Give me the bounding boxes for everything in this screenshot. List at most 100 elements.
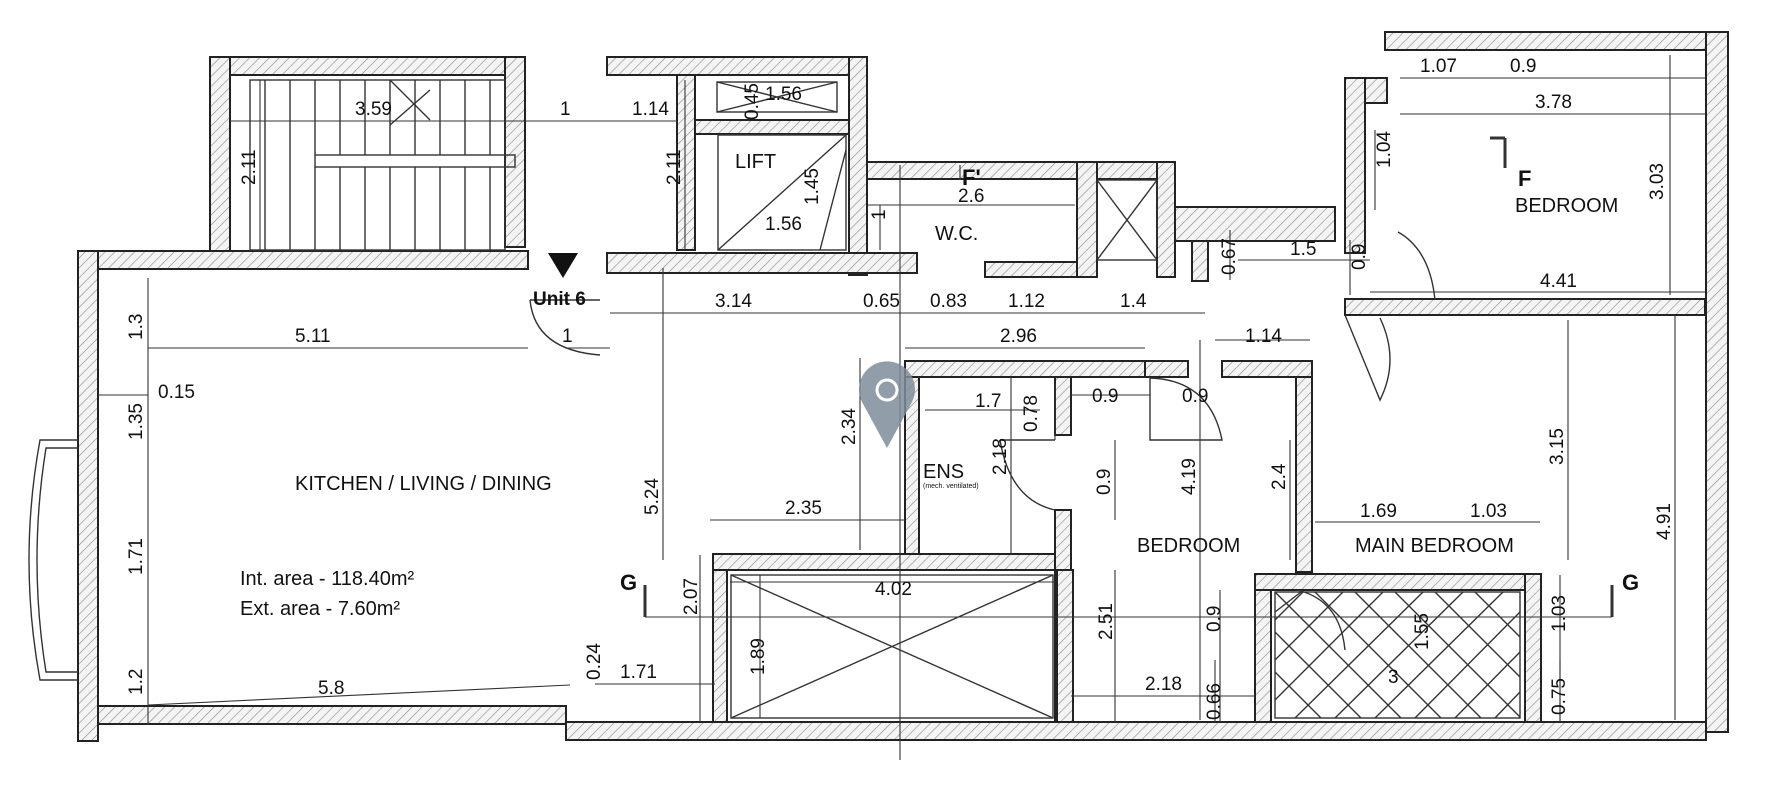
- dim-0-9-b: 0.9: [1349, 244, 1370, 270]
- dim-1-5: 1.5: [1290, 239, 1316, 260]
- dim-1-69: 1.69: [1360, 501, 1397, 522]
- dim-3-14: 3.14: [715, 291, 752, 312]
- wall-bed2-east: [1295, 376, 1313, 573]
- dim-0-15: 0.15: [158, 382, 195, 403]
- doors: [529, 231, 1436, 651]
- wall-bed2-top: [1144, 360, 1189, 378]
- dim-1-45: 1.45: [802, 168, 823, 205]
- dim-1-3: 1.3: [126, 314, 147, 340]
- section-marker-g-left: G: [620, 570, 637, 595]
- wall-wc-top: [866, 161, 1158, 180]
- section-marker-f-prime: F': [962, 165, 981, 190]
- dim-1-a: 1: [560, 99, 571, 120]
- wall-wc-bottom: [984, 261, 1081, 278]
- wall-stair-right: [504, 56, 526, 248]
- wall-south-right: [565, 721, 1707, 741]
- wall-stair-top: [209, 56, 526, 76]
- lift-shaft: [716, 81, 847, 251]
- dim-0-9-e: 0.9: [1094, 469, 1115, 495]
- section-marker-g-right: G: [1622, 570, 1639, 595]
- dim-1-03-a: 1.03: [1470, 501, 1507, 522]
- dim-2-96: 2.96: [1000, 326, 1037, 347]
- dim-0-45: 0.45: [742, 83, 763, 120]
- bath-box: [730, 574, 1054, 719]
- dim-1-14-b: 1.14: [1245, 326, 1282, 347]
- area-external: Ext. area - 7.60m²: [240, 598, 400, 620]
- dim-1-07: 1.07: [1420, 56, 1457, 77]
- wall-ens-top: [904, 360, 1146, 378]
- dim-0-9-a: 0.9: [1510, 56, 1536, 77]
- dim-2-4: 2.4: [1269, 463, 1290, 490]
- bay-window-inner: [36, 447, 78, 673]
- room-label-wc: W.C.: [935, 223, 978, 245]
- dim-1-b: 1: [869, 209, 890, 220]
- dim-4-19: 4.19: [1179, 458, 1200, 495]
- room-note-ens: (mech. ventilated): [923, 483, 979, 490]
- wall-lift-left: [676, 74, 696, 251]
- dim-2-11-b: 2.11: [664, 149, 685, 185]
- dim-3-15: 3.15: [1547, 428, 1568, 465]
- dim-5-8: 5.8: [318, 678, 344, 699]
- dim-1-12: 1.12: [1008, 291, 1045, 312]
- dim-5-11: 5.11: [295, 326, 331, 347]
- dim-0-9-c: 0.9: [1092, 386, 1118, 407]
- room-label-lift: LIFT: [735, 151, 776, 173]
- wall-east: [1705, 31, 1729, 733]
- dim-2-11-a: 2.11: [239, 149, 260, 185]
- dim-1-56-b: 1.56: [765, 214, 802, 235]
- service-shaft: [1096, 179, 1158, 261]
- dim-1-2: 1.2: [126, 669, 147, 695]
- dim-3: 3: [1388, 667, 1399, 688]
- dim-0-9-f: 0.9: [1204, 606, 1225, 632]
- dim-1-35: 1.35: [126, 403, 147, 440]
- dim-1-7: 1.7: [975, 391, 1001, 412]
- dim-0-67: 0.67: [1219, 238, 1240, 275]
- dim-0-65: 0.65: [863, 291, 900, 312]
- dim-3-78: 3.78: [1535, 92, 1572, 113]
- room-label-kitchen: KITCHEN / LIVING / DINING: [295, 473, 552, 495]
- wall-wardrobe-right: [1524, 573, 1542, 723]
- dim-2-34: 2.34: [839, 408, 860, 445]
- dim-2-07: 2.07: [681, 578, 702, 615]
- dim-1-71-b: 1.71: [620, 662, 657, 683]
- room-label-main-bedroom: MAIN BEDROOM: [1355, 535, 1514, 557]
- dim-0-24: 0.24: [584, 643, 605, 680]
- dim-1-4: 1.4: [1120, 291, 1147, 312]
- staircase: [249, 79, 516, 251]
- wall-shaft-right: [1156, 161, 1176, 278]
- dim-0-9-d: 0.9: [1182, 386, 1208, 407]
- wardrobe-lattice: [1274, 591, 1521, 719]
- dim-1-c: 1: [562, 326, 573, 347]
- wall-lift-top: [606, 56, 868, 76]
- dim-2-35: 2.35: [785, 498, 822, 519]
- dim-2-18-b: 2.18: [1145, 674, 1182, 695]
- section-f-mark: [1490, 136, 1507, 168]
- wall-corridor-top: [1174, 206, 1336, 242]
- wall-south-left: [97, 705, 567, 725]
- dim-4-02: 4.02: [875, 579, 912, 600]
- wall-bath-left: [712, 569, 728, 723]
- location-pin-icon: [859, 361, 915, 448]
- room-label-bedroom-top: BEDROOM: [1515, 195, 1618, 217]
- dim-2-18-a: 2.18: [990, 438, 1011, 475]
- section-marker-f: F: [1518, 166, 1531, 191]
- dim-0-66: 0.66: [1204, 683, 1225, 720]
- room-label-bedroom-mid: BEDROOM: [1137, 535, 1240, 557]
- wall-bath-top: [712, 553, 1056, 571]
- wall-lift-right: [848, 56, 868, 276]
- wall-wardrobe-top: [1254, 573, 1526, 591]
- dim-1-56-a: 1.56: [765, 84, 802, 105]
- unit-label: Unit 6: [533, 289, 586, 310]
- wall-wardrobe-left: [1254, 589, 1272, 723]
- walls: [77, 31, 1729, 742]
- dim-0-75: 0.75: [1549, 678, 1570, 715]
- dim-0-78: 0.78: [1021, 395, 1042, 432]
- dim-1-71-a: 1.71: [126, 538, 147, 575]
- wall-bed-bottom: [1344, 298, 1706, 316]
- wall-west: [77, 250, 99, 742]
- dim-0-83: 0.83: [930, 291, 967, 312]
- labels: LIFT W.C. BEDROOM KITCHEN / LIVING / DIN…: [240, 151, 1639, 620]
- wall-bed-left: [1344, 77, 1366, 254]
- dim-1-55: 1.55: [1412, 613, 1433, 650]
